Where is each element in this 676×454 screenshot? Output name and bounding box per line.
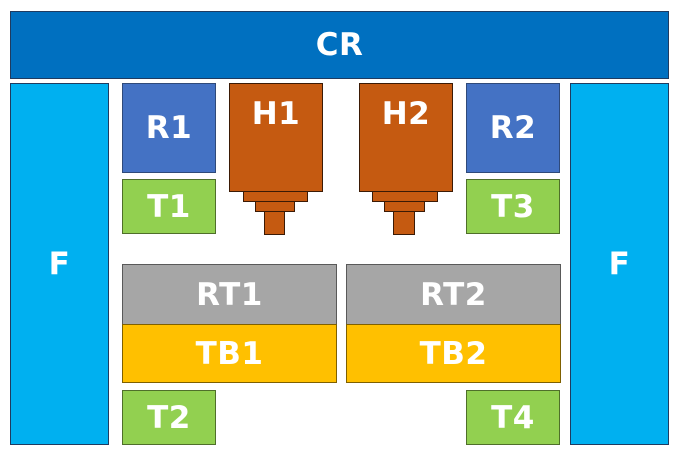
- head-1-block: H1: [229, 83, 323, 192]
- rotary-table-1-label: RT1: [196, 276, 263, 313]
- head-1-label: H1: [251, 96, 301, 132]
- robot-1-label: R1: [145, 110, 193, 146]
- table-base-2-label: TB2: [419, 335, 488, 372]
- rotary-table-2-block: RT2: [346, 264, 561, 325]
- robot-2-label: R2: [489, 110, 537, 146]
- tool-3-label: T3: [491, 188, 535, 225]
- frame-right-label: F: [608, 246, 631, 282]
- frame-right-block: F: [570, 83, 669, 445]
- tool-1-block: T1: [122, 179, 216, 234]
- head-2-spindle-tip: [393, 211, 415, 235]
- table-base-2-block: TB2: [346, 324, 561, 383]
- rotary-table-2-label: RT2: [420, 276, 487, 313]
- frame-left-block: F: [10, 83, 109, 445]
- frame-left-label: F: [48, 246, 71, 282]
- tool-3-block: T3: [466, 179, 560, 234]
- tool-2-label: T2: [147, 399, 191, 436]
- head-2-block: H2: [359, 83, 453, 192]
- tool-4-label: T4: [491, 399, 535, 436]
- head-2-label: H2: [381, 96, 431, 132]
- table-base-1-block: TB1: [122, 324, 337, 383]
- robot-2-block: R2: [466, 83, 560, 173]
- crane-block: CR: [10, 11, 669, 79]
- crane-label: CR: [315, 27, 364, 63]
- rotary-table-1-block: RT1: [122, 264, 337, 325]
- tool-2-block: T2: [122, 390, 216, 445]
- tool-4-block: T4: [466, 390, 560, 445]
- table-base-1-label: TB1: [195, 335, 264, 372]
- robot-1-block: R1: [122, 83, 216, 173]
- tool-1-label: T1: [147, 188, 191, 225]
- head-1-spindle-tip: [264, 211, 285, 235]
